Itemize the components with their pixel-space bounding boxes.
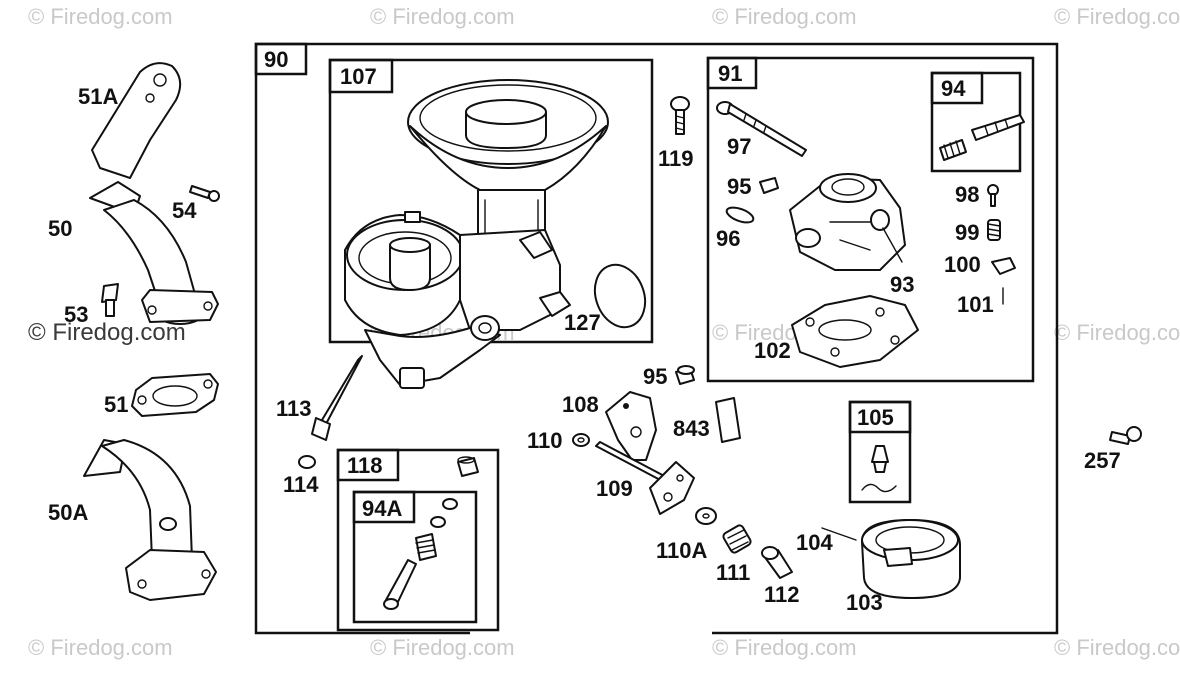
- part-label: 127: [564, 310, 601, 335]
- part-label: 103: [846, 590, 883, 615]
- watermark: © Firedog.com: [712, 635, 857, 660]
- watermark: © Firedog.com: [370, 4, 515, 29]
- watermark: © Firedog.com: [1054, 635, 1180, 660]
- part-label: 100: [944, 252, 981, 277]
- group-94a-label: 94A: [362, 496, 402, 521]
- group-118-frame: [336, 448, 500, 632]
- group-94a-tag: [352, 490, 416, 524]
- group-118-tag: [336, 448, 400, 482]
- group-118-label: 118: [347, 453, 383, 478]
- part-label: 113: [276, 396, 312, 421]
- group-105-tag: [848, 400, 912, 434]
- group-105-label: 105: [857, 405, 894, 430]
- watermark: © Firedog.com: [28, 4, 173, 29]
- group-107-label: 107: [340, 64, 377, 89]
- part-label: 50: [48, 216, 72, 241]
- part-label: 96: [716, 226, 740, 251]
- group-107-tag: [328, 58, 394, 94]
- part-label: 109: [596, 476, 633, 501]
- part-label: 110: [527, 428, 563, 453]
- watermark-prominent: © Firedog.com: [28, 319, 186, 346]
- part-label: 98: [955, 182, 979, 207]
- group-91-label: 91: [718, 61, 742, 86]
- part-label: 111: [716, 560, 750, 585]
- watermark: © Firedog.com: [712, 4, 857, 29]
- part-label: 112: [764, 582, 800, 607]
- group-90-tag: [254, 42, 308, 76]
- gasket-127-drawing: [593, 263, 647, 329]
- group-94a: 94A: [352, 490, 478, 624]
- left-parts-drawing: [83, 62, 220, 601]
- group-94-label: 94: [941, 76, 966, 101]
- group-90: 90: [254, 42, 1059, 635]
- part-label: 101: [957, 292, 994, 317]
- float-needle-105-drawing: [861, 445, 897, 493]
- part-label: 843: [673, 416, 710, 441]
- screw-257-drawing: [1109, 426, 1142, 445]
- part-label: 51: [104, 392, 128, 417]
- part-label: 97: [727, 134, 751, 159]
- group-91-tag: [706, 56, 758, 90]
- group-91-frame: [706, 56, 1035, 383]
- group-94-tag: [930, 71, 984, 105]
- group-105: 105: [848, 400, 912, 504]
- part-label: 93: [890, 272, 914, 297]
- part-label: 95: [727, 174, 751, 199]
- part-label: 108: [562, 392, 599, 417]
- part-label: 114: [283, 472, 319, 497]
- part-label: 51A: [78, 84, 118, 109]
- part-label: 110A: [656, 538, 707, 563]
- group-118: 118: [336, 448, 500, 632]
- screw-119-drawing: [670, 96, 690, 135]
- group-90-frame: [254, 42, 1059, 635]
- part-label: 99: [955, 220, 979, 245]
- watermark: © Firedog.com: [370, 635, 515, 660]
- lower-parts-drawing: [298, 355, 961, 599]
- watermark: © Firedog.com: [28, 635, 173, 660]
- part-label: 104: [796, 530, 833, 555]
- needle-assembly-94a-drawing: [383, 456, 479, 610]
- group-90-label: 90: [264, 47, 288, 72]
- part-labels: 51A 54 50 53 51 50A 119 97 95 96 98 99 1…: [48, 84, 1121, 615]
- carburetor-body-drawing: [344, 79, 609, 389]
- part-label: 257: [1084, 448, 1121, 473]
- part-label: 50A: [48, 500, 88, 525]
- watermark: © Firedog.com: [1054, 320, 1180, 345]
- watermark: © Firedog.com: [1054, 4, 1180, 29]
- group-91-parts-drawing: [716, 101, 1016, 368]
- part-label: 54: [172, 198, 197, 223]
- needle-valve-94-drawing: [939, 114, 1025, 161]
- part-label: 102: [754, 338, 791, 363]
- part-label: 119: [658, 146, 694, 171]
- group-91: 91: [706, 56, 1035, 383]
- part-label: 95: [643, 364, 667, 389]
- part-label: 53: [64, 302, 88, 327]
